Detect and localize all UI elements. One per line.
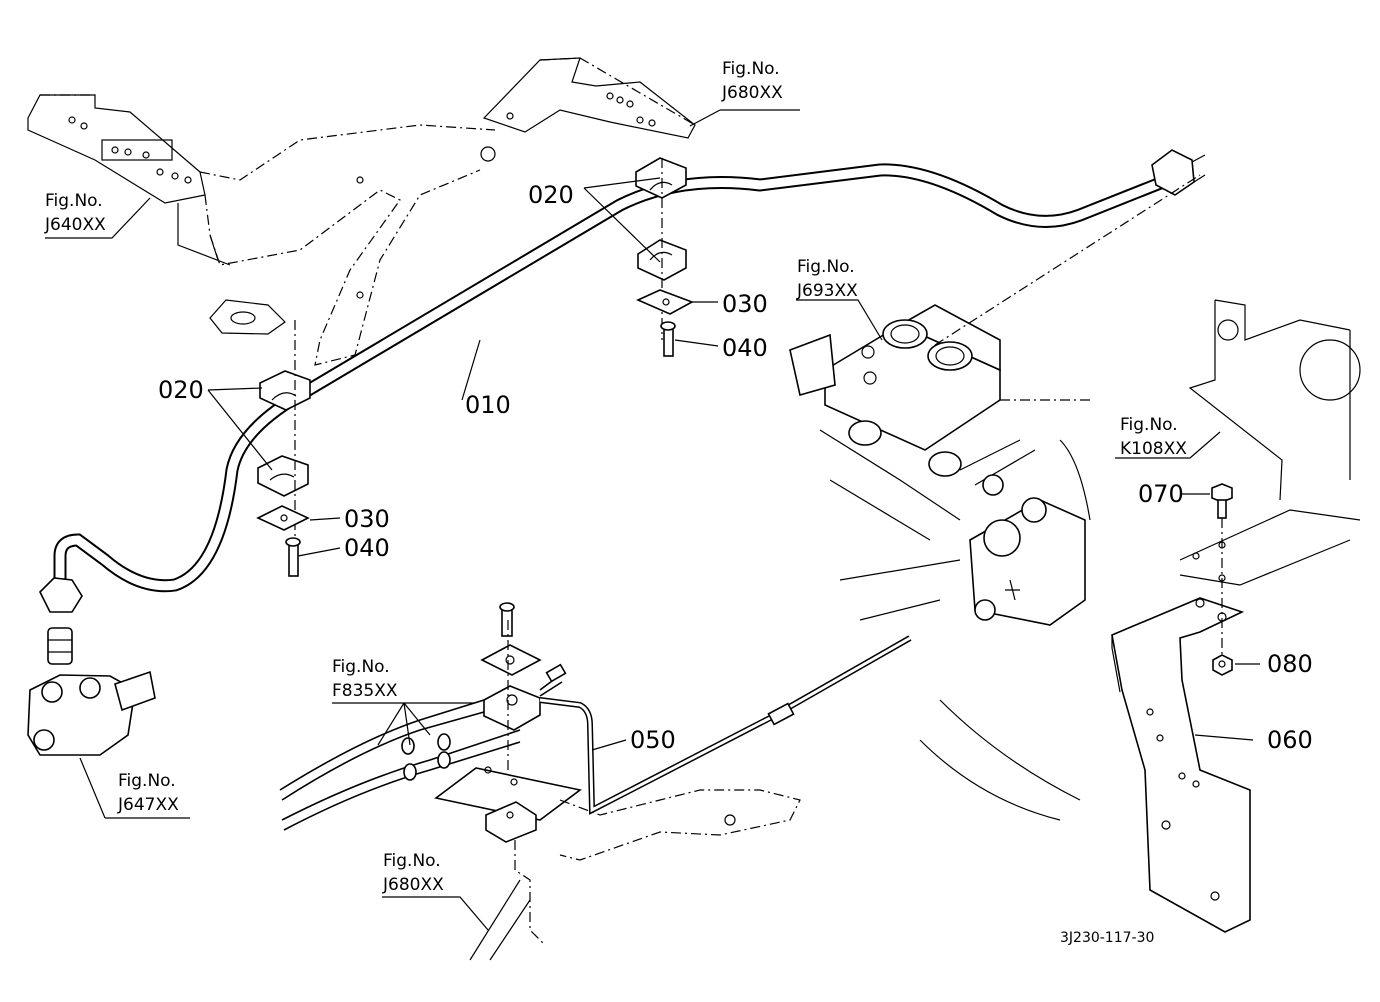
fig-ref-label: Fig.No. bbox=[722, 59, 780, 79]
fig-ref-label: Fig.No. bbox=[1120, 415, 1178, 435]
part-label-050: 050 bbox=[630, 726, 676, 754]
part-label-070: 070 bbox=[1138, 480, 1184, 508]
part-label-040-top: 040 bbox=[722, 334, 768, 362]
fig-ref-label: Fig.No. bbox=[383, 851, 441, 871]
nut-080 bbox=[1212, 654, 1233, 676]
fig-ref-k108: Fig.No. K108XX bbox=[1120, 415, 1187, 459]
valve-left bbox=[27, 627, 156, 756]
fig-ref-j680-top: Fig.No. J680XX bbox=[721, 59, 783, 103]
bracket-060 bbox=[1111, 597, 1251, 933]
frame-bracket-left bbox=[27, 94, 496, 366]
fig-ref-f835: Fig.No. F835XX bbox=[332, 657, 398, 701]
part-label-060: 060 bbox=[1267, 726, 1313, 754]
part-label-040-left: 040 bbox=[344, 534, 390, 562]
clamp-assembly-top bbox=[635, 157, 694, 357]
clamp-assembly-left bbox=[256, 320, 311, 577]
part-label-030-left: 030 bbox=[344, 505, 390, 533]
leader-lines bbox=[45, 109, 1260, 931]
part-label-030-top: 030 bbox=[722, 290, 768, 318]
fig-ref-number: J693XX bbox=[796, 281, 858, 301]
fig-ref-number: J647XX bbox=[117, 795, 179, 815]
bolt-070 bbox=[1211, 483, 1233, 660]
fig-ref-number: J680XX bbox=[721, 83, 783, 103]
part-label-020-left: 020 bbox=[158, 376, 204, 404]
fig-ref-number: J640XX bbox=[44, 215, 106, 235]
fig-ref-number: K108XX bbox=[1120, 439, 1187, 459]
fig-ref-label: Fig.No. bbox=[797, 257, 855, 277]
control-valve bbox=[789, 174, 1201, 821]
part-label-020-top: 020 bbox=[528, 181, 574, 209]
fig-ref-j680-bottom: Fig.No. J680XX bbox=[382, 851, 444, 895]
fig-ref-label: Fig.No. bbox=[45, 191, 103, 211]
pipe-050 bbox=[539, 635, 912, 815]
frame-bracket-top bbox=[482, 57, 696, 139]
fig-ref-j647: Fig.No. J647XX bbox=[117, 771, 179, 815]
fig-ref-label: Fig.No. bbox=[332, 657, 390, 677]
fig-ref-label: Fig.No. bbox=[118, 771, 176, 791]
fig-ref-number: J680XX bbox=[382, 875, 444, 895]
drawing-number: 3J230-117-30 bbox=[1060, 930, 1154, 946]
fig-ref-j640: Fig.No. J640XX bbox=[44, 191, 106, 235]
frame-lower bbox=[469, 789, 801, 961]
fig-ref-j693: Fig.No. J693XX bbox=[796, 257, 858, 301]
fig-ref-number: F835XX bbox=[332, 681, 398, 701]
frame-plate-right bbox=[1179, 299, 1361, 586]
part-label-080: 080 bbox=[1267, 650, 1313, 678]
part-label-010: 010 bbox=[465, 391, 511, 419]
center-block-assembly bbox=[279, 602, 582, 843]
